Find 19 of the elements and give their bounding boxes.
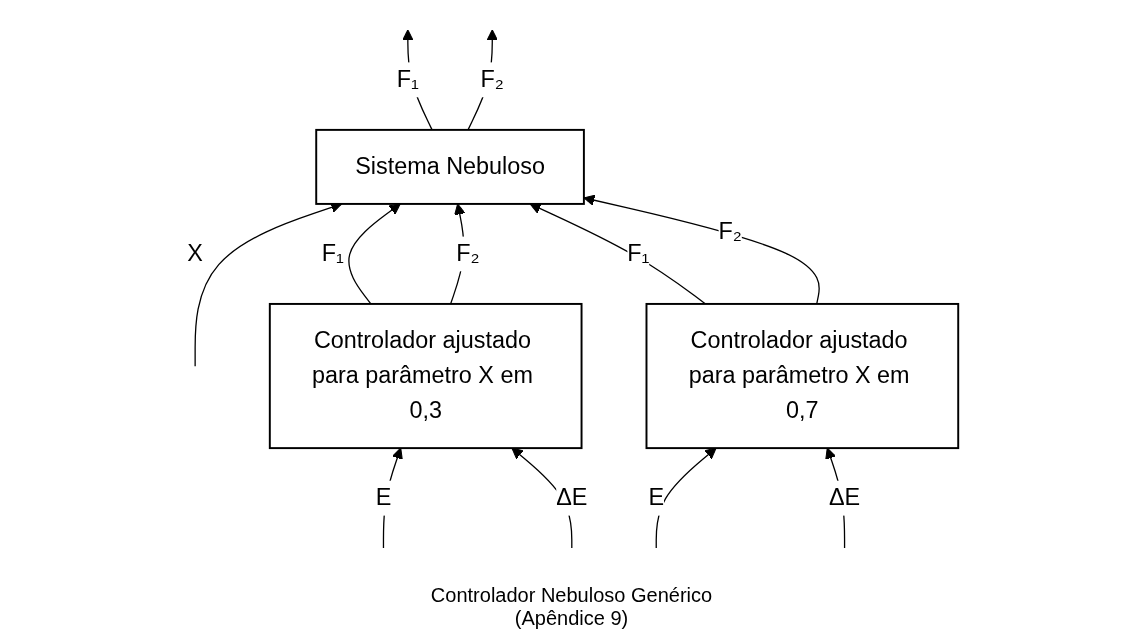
edge-label: X (187, 240, 203, 267)
node-box: Sistema Nebuloso (314, 128, 585, 205)
edge-label: F₂ (480, 66, 504, 93)
edge-label: F₁ (321, 240, 344, 267)
arrow (583, 194, 820, 305)
edge-label: F₁ (626, 240, 650, 267)
arrow (655, 447, 717, 549)
caption: Controlador Nebuloso Genérico (Apêndice 9) (429, 583, 714, 631)
edge-label: F₂ (455, 240, 480, 267)
edge-label: E (375, 484, 391, 511)
arrow (347, 203, 401, 305)
arrow (529, 203, 706, 305)
node-box: Controlador ajustado para parâmetro X em 0,7 (645, 302, 959, 450)
edge-label: ΔE (828, 484, 860, 511)
edge-label: E (648, 484, 664, 511)
node-box: Controlador ajustado para parâmetro X em 0,3 (268, 302, 583, 450)
edge-label: ΔE (555, 484, 588, 511)
edge-label: F₂ (718, 217, 742, 244)
edge-label: F₁ (396, 66, 419, 93)
